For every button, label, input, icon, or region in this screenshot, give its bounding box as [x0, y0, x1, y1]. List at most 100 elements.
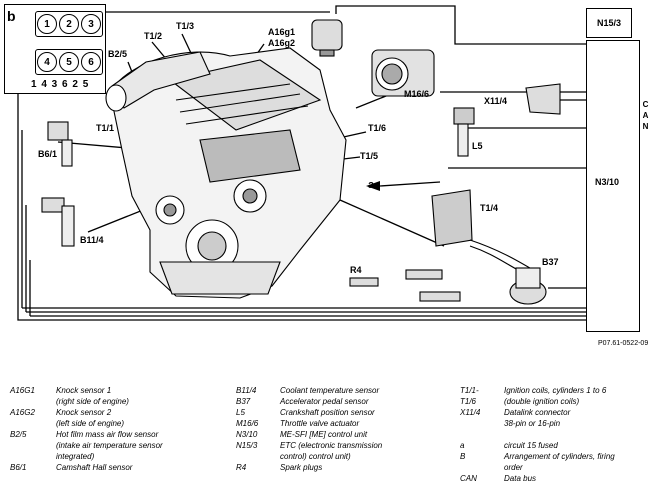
legend-row: N3/10 ME-SFI [ME] control unit	[236, 431, 436, 442]
legend-desc: Arrangement of cylinders, firing	[504, 452, 615, 461]
legend-desc: Crankshaft position sensor	[280, 408, 375, 417]
label-t1-5: T1/5	[360, 151, 379, 161]
legend-desc: circuit 15 fused	[504, 441, 558, 450]
cylinder-2: 2	[59, 14, 79, 34]
legend-desc: Throttle valve actuator	[280, 419, 360, 428]
legend-row: N15/3 ETC (electronic transmission	[236, 442, 436, 453]
datalink-connector	[525, 83, 561, 115]
legend-desc: Hot film mass air flow sensor	[56, 430, 159, 439]
legend-code: B11/4	[236, 386, 257, 395]
spark-plugs	[349, 269, 461, 302]
legend-row: CAN Data bus	[460, 475, 660, 486]
label-b2-5: B2/5	[108, 49, 128, 59]
legend-desc: (left side of engine)	[56, 419, 125, 428]
n3-10-label: N3/10	[595, 177, 620, 187]
legend-desc: 38-pin or 16-pin	[504, 419, 561, 428]
legend-row: (left side of engine)	[10, 420, 220, 431]
legend-row: T1/1- Ignition coils, cylinders 1 to 6	[460, 387, 660, 398]
legend-code: CAN	[460, 474, 477, 483]
label-t1-1: T1/1	[96, 123, 115, 133]
label-b11-4: B11/4	[80, 235, 104, 245]
coolant-sensor-part	[41, 197, 75, 247]
n15-3-label: N15/3	[596, 18, 622, 28]
legend-code: N3/10	[236, 430, 258, 439]
legend-code: B2/5	[10, 430, 27, 439]
label-a16g1: A16g1	[268, 27, 296, 37]
knock-sensor-a16	[311, 19, 343, 57]
inset-label: b	[7, 8, 16, 24]
legend-code: T1/1-	[460, 386, 479, 395]
legend-desc: integrated)	[56, 452, 95, 461]
legend-desc: Knock sensor 1	[56, 386, 112, 395]
legend-code: a	[460, 441, 465, 450]
label-b6-1: B6/1	[38, 149, 58, 159]
label-t1-2: T1/2	[144, 31, 163, 41]
legend-desc: (double ignition coils)	[504, 397, 580, 406]
wire-a16-n15	[335, 5, 586, 45]
label-x11-4: X11/4	[484, 96, 508, 106]
legend-desc: Ignition coils, cylinders 1 to 6	[504, 386, 607, 395]
label-b37: B37	[542, 257, 559, 267]
legend-row: R4 Spark plugs	[236, 464, 436, 475]
legend-code: A16G2	[10, 408, 35, 417]
legend-desc: order	[504, 463, 523, 472]
legend-row: (intake air temperature sensor	[10, 442, 220, 453]
label-t1-3: T1/3	[176, 21, 195, 31]
n3-10-box: N3/10	[586, 40, 640, 332]
legend-code: L5	[236, 408, 245, 417]
wire-top-long	[17, 11, 586, 321]
leader-t14	[339, 199, 445, 247]
legend-row: L5 Crankshaft position sensor	[236, 409, 436, 420]
legend-code: T1/6	[460, 397, 477, 406]
legend-row: T1/6 (double ignition coils)	[460, 398, 660, 409]
arrow-a	[379, 181, 441, 187]
legend-code: R4	[236, 463, 247, 472]
legend-desc: Camshaft Hall sensor	[56, 463, 133, 472]
legend-row: integrated)	[10, 453, 220, 464]
legend-row: B11/4 Coolant temperature sensor	[236, 387, 436, 398]
label-t1-4: T1/4	[480, 203, 499, 213]
legend-desc: Data bus	[504, 474, 537, 483]
engine-block	[109, 47, 347, 299]
label-a16g2: A16g2	[268, 38, 296, 48]
legend-code: N15/3	[236, 441, 258, 450]
cylinder-3: 3	[81, 14, 101, 34]
legend-row	[460, 431, 660, 442]
legend-desc: (intake air temperature sensor	[56, 441, 163, 450]
figure-reference: P07.61-0522-09	[598, 340, 649, 347]
label-l5: L5	[472, 141, 483, 151]
camshaft-sensor-part	[47, 121, 73, 167]
legend-desc: Datalink connector	[504, 408, 571, 417]
accelerator-sensor-part	[509, 267, 547, 305]
throttle-actuator	[371, 49, 435, 97]
arrowhead-a	[366, 181, 380, 191]
label-m16-6: M16/6	[404, 89, 430, 99]
label-r4: R4	[350, 265, 362, 275]
legend-row: B2/5 Hot film mass air flow sensor	[10, 431, 220, 442]
bottom-cylinder-bank: 4 5 6	[35, 49, 103, 75]
legend-row: (right side of engine)	[10, 398, 220, 409]
cylinder-arrangement-inset: b 1 2 3 4 5 6 1 4 3 6 2 5	[4, 4, 106, 94]
legend-desc: ETC (electronic transmission	[280, 441, 383, 450]
legend-row: a circuit 15 fused	[460, 442, 660, 453]
legend-code: B6/1	[10, 463, 27, 472]
legend-row: 38-pin or 16-pin	[460, 420, 660, 431]
legend-desc: Accelerator pedal sensor	[280, 397, 369, 406]
legend-row: control) control unit)	[236, 453, 436, 464]
legend-desc: Spark plugs	[280, 463, 323, 472]
legend-row: M16/6 Throttle valve actuator	[236, 420, 436, 431]
legend-code: M16/6	[236, 419, 259, 428]
n15-3-box: N15/3	[586, 8, 632, 38]
legend-desc: ME-SFI [ME] control unit	[280, 430, 368, 439]
label-t1-6: T1/6	[368, 123, 387, 133]
crankshaft-sensor-part	[453, 107, 475, 157]
legend-desc: Coolant temperature sensor	[280, 386, 380, 395]
legend-code: B	[460, 452, 466, 461]
legend-desc: control) control unit)	[280, 452, 351, 461]
